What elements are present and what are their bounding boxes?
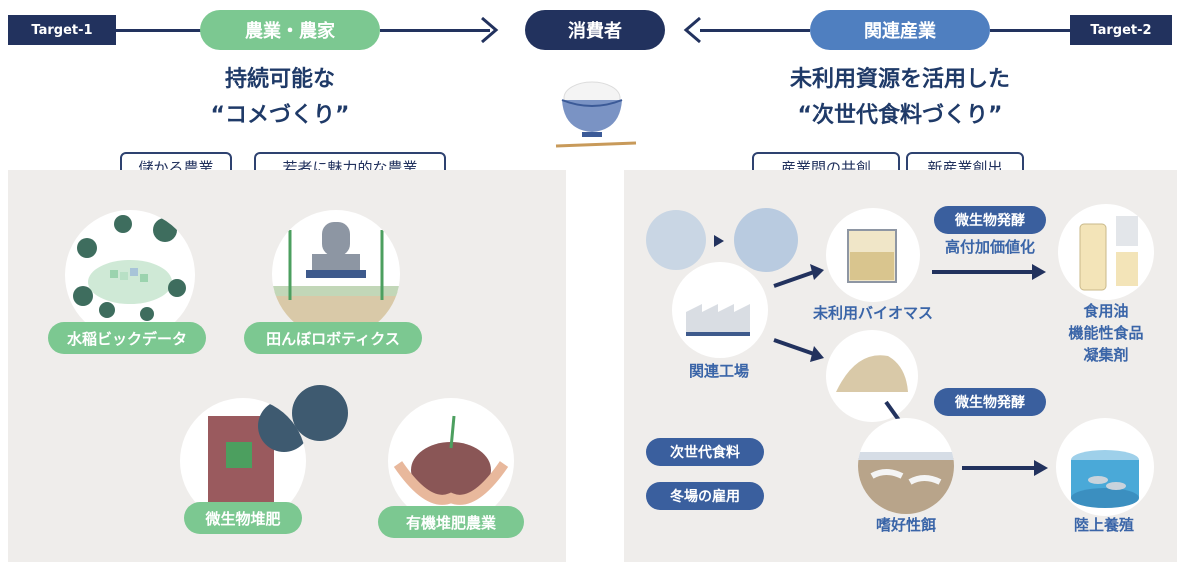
product-edible-oil: 食用油 [1083, 302, 1129, 320]
target-2-tag: Target-2 [1070, 15, 1172, 45]
product-coagulant: 凝集剤 [1083, 346, 1129, 364]
left-headline: 持続可能な “コメづくり” [140, 62, 420, 134]
products-illustration [1058, 204, 1154, 300]
factory-illustration [672, 262, 768, 358]
label-organic-agriculture: 有機堆肥農業 [378, 506, 524, 538]
connector-line [990, 29, 1070, 32]
big-data-illustration [65, 210, 195, 340]
consumer-pill: 消費者 [525, 10, 665, 50]
rice-plant-illustration [646, 210, 706, 270]
arrow-right-icon [481, 16, 499, 44]
bran-illustration [826, 330, 918, 422]
label-fermentation-1: 微生物発酵 [934, 206, 1046, 234]
microbe-bubble-icon [292, 385, 348, 441]
left-headline-line-1: 持続可能な [224, 67, 335, 92]
label-added-value: 高付加価値化 [944, 238, 1035, 256]
tag-next-gen-food: 次世代食料 [646, 438, 764, 466]
connector-line [700, 29, 810, 32]
label-palatable-feed: 嗜好性餌 [875, 516, 936, 534]
arrow-down-right-icon [773, 338, 824, 362]
related-industry-pill: 関連産業 [810, 10, 990, 50]
agriculture-pill: 農業・農家 [200, 10, 380, 50]
right-headline-line-1: 未利用資源を活用した [789, 67, 1010, 92]
rice-grain-illustration [734, 208, 798, 272]
label-fermentation-2: 微生物発酵 [934, 388, 1046, 416]
small-arrow-icon [714, 235, 724, 247]
paddy-robotics-illustration [272, 210, 400, 338]
label-rice-big-data: 水稲ビックデータ [48, 322, 206, 354]
label-microbial-compost: 微生物堆肥 [184, 502, 302, 534]
connector-line [116, 29, 206, 32]
label-land-aquaculture: 陸上養殖 [1073, 516, 1134, 534]
arrow-right-long-icon [932, 264, 1046, 280]
right-headline-line-2: “次世代食料づくり” [797, 103, 1003, 128]
biomass-beaker-illustration [826, 208, 920, 302]
left-headline-line-2: “コメづくり” [210, 103, 350, 128]
organic-farming-illustration [388, 398, 514, 524]
product-functional-food: 機能性食品 [1068, 324, 1144, 342]
arrow-right-long-icon [962, 460, 1048, 476]
label-related-factory: 関連工場 [688, 362, 749, 380]
target-1-tag: Target-1 [8, 15, 116, 45]
arrow-up-right-icon [773, 264, 824, 288]
products-list: 食用油 機能性食品 凝集剤 [1042, 300, 1170, 366]
tag-winter-employment: 冬場の雇用 [646, 482, 764, 510]
rice-bowl-icon [555, 81, 637, 148]
right-headline: 未利用資源を活用した “次世代食料づくり” [730, 62, 1070, 134]
arrow-left-icon [683, 16, 701, 44]
aquaculture-illustration [1056, 418, 1154, 516]
connector-line [380, 29, 490, 32]
feed-illustration [858, 418, 954, 514]
label-unused-biomass: 未利用バイオマス [812, 304, 933, 322]
label-paddy-robotics: 田んぼロボティクス [244, 322, 422, 354]
